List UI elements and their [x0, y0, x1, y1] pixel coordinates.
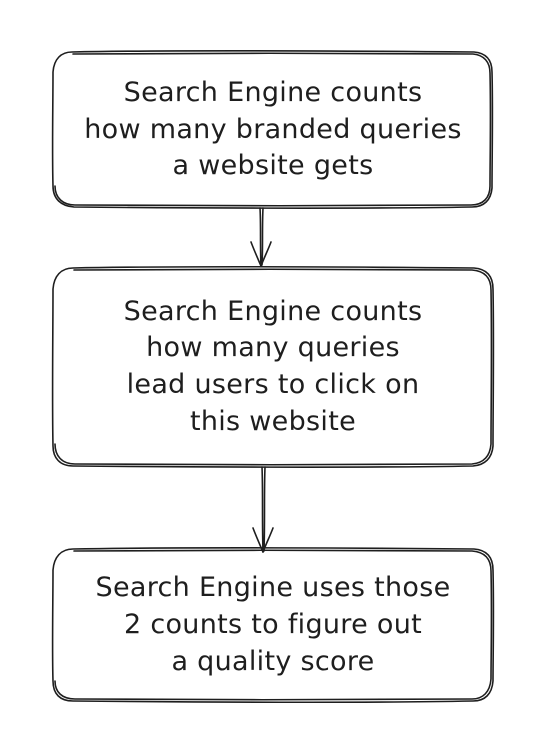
step-2-line-1: Search Engine counts	[123, 295, 423, 327]
step-1-text: Search Engine counts how many branded qu…	[84, 75, 462, 185]
step-3-line-1: Search Engine uses those	[95, 572, 451, 604]
step-3-line-2: 2 counts to figure out	[123, 609, 423, 641]
step-3-line-3: a quality score	[171, 645, 375, 677]
step-1-box-outline	[51, 50, 494, 209]
arrow-2-to-3	[252, 466, 274, 553]
step-2-line-3: lead users to click on	[126, 369, 420, 400]
arrow-1-to-2	[250, 207, 272, 267]
step-2-text: Search Engine counts how many queries le…	[124, 294, 423, 441]
step-1-line-3: a website gets	[172, 150, 374, 182]
step-1-line-2: how many branded queries	[84, 113, 462, 145]
step-3-box: Search Engine uses those 2 counts to fig…	[53, 549, 493, 702]
step-3-box-outline	[51, 547, 495, 703]
step-2-line-2: how many queries	[146, 332, 400, 364]
step-2-box-outline	[51, 266, 495, 468]
step-2-line-4: this website	[189, 405, 357, 437]
step-1-box: Search Engine counts how many branded qu…	[53, 52, 493, 208]
step-2-box: Search Engine counts how many queries le…	[53, 268, 493, 466]
step-1-line-1: Search Engine counts	[123, 76, 423, 108]
step-3-text: Search Engine uses those 2 counts to fig…	[96, 570, 451, 680]
